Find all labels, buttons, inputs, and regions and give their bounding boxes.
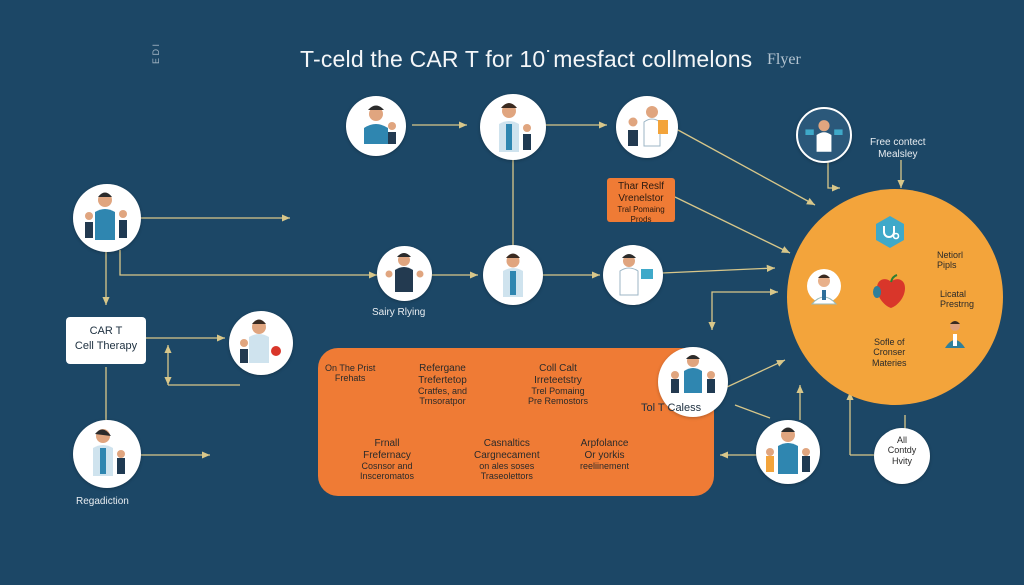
- nurse-patient-icon-node: [616, 96, 678, 158]
- arrow: [734, 404, 771, 419]
- contact-icon-node: [796, 107, 852, 163]
- label-tol-t-caless: Tol T Caless: [641, 402, 702, 414]
- people-icon-node: [346, 96, 406, 156]
- arrow: [726, 359, 786, 388]
- apple-heart-icon: [873, 274, 905, 308]
- patient-group-icon-node: [377, 246, 432, 301]
- family-care-icon-node: [756, 420, 820, 484]
- doctor-screen-icon-node: [603, 245, 663, 305]
- doctor-icon: [807, 269, 841, 305]
- caregiver-icon-node: [229, 311, 293, 375]
- lab-worker-icon-node: [483, 245, 543, 305]
- process-panel: [318, 348, 714, 496]
- nurse-icon: [945, 321, 965, 348]
- arrow: [708, 288, 778, 330]
- arrow: [119, 250, 377, 279]
- label-sairy-rlying: Sairy Rlying: [372, 307, 426, 318]
- car-t-box: CAR T Cell Therapy: [66, 317, 146, 364]
- family-icon-node: [73, 184, 141, 252]
- mother-child-icon-node: [73, 420, 141, 488]
- thar-reslf-box: Thar Reslf Vrenelstor Tral Pomaing Prods: [607, 178, 675, 224]
- page-subtitle: Flyer: [767, 51, 801, 68]
- doctor-child-icon-node: [480, 94, 546, 160]
- arrow: [827, 160, 840, 192]
- arrow: [661, 264, 776, 274]
- label-regadiction: Regadiction: [76, 496, 129, 507]
- team-icon-node: [658, 347, 728, 417]
- arrow: [677, 129, 816, 206]
- side-mark: E D I: [151, 44, 161, 65]
- page-title: T-celd the CAR T for 10˙mesfact collmelo…: [300, 46, 753, 72]
- arrow: [674, 196, 791, 254]
- stethoscope-icon: [876, 216, 904, 248]
